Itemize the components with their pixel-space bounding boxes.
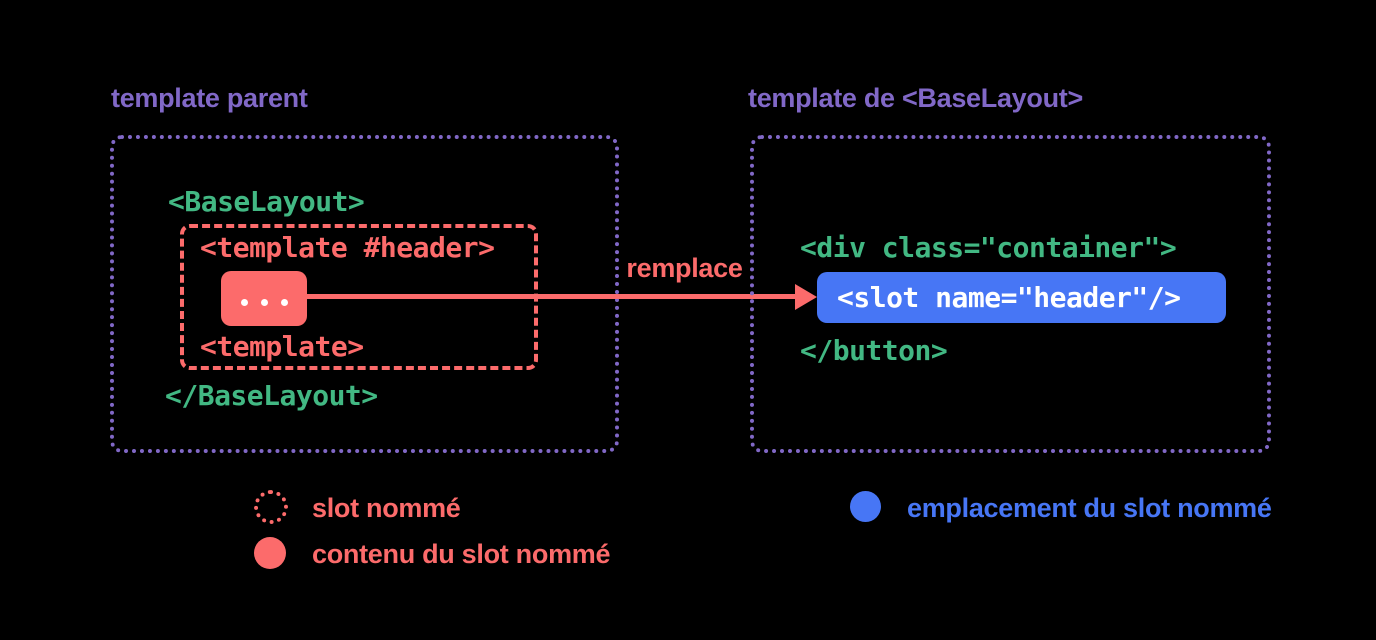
ellipsis-dot-icon: [260, 299, 268, 306]
baselayout-close-tag: </BaseLayout>: [165, 379, 378, 412]
legend-label-slot-content: contenu du slot nommé: [312, 539, 611, 569]
div-container-open-tag: <div class="container">: [800, 231, 1177, 264]
ellipsis-dot-icon: [240, 299, 248, 306]
button-close-tag: </button>: [800, 334, 948, 367]
baselayout-open-tag: <BaseLayout>: [168, 185, 365, 218]
template-header-open-tag: <template #header>: [200, 231, 495, 264]
replace-arrow-line: [306, 294, 798, 299]
slot-outlet-tag: <slot name="header"/>: [837, 280, 1181, 314]
ellipsis-dot-icon: [280, 299, 288, 306]
slot-content-chip: [221, 271, 307, 326]
replace-arrow-label: remplace: [626, 253, 743, 283]
left-panel-title: template parent: [111, 83, 308, 113]
legend-label-slot-outlet: emplacement du slot nommé: [907, 493, 1272, 523]
replace-arrow-head-icon: [795, 284, 817, 310]
slot-outlet-chip: <slot name="header"/>: [817, 272, 1226, 323]
right-panel-title: template de <BaseLayout>: [748, 83, 1083, 113]
dotted-red-circle-icon: [254, 490, 288, 524]
template-close-tag: <template>: [200, 330, 364, 363]
filled-red-circle-icon: [254, 537, 286, 569]
filled-blue-circle-icon: [850, 491, 881, 522]
baselayout-template-box: [750, 135, 1271, 453]
legend-label-named-slot: slot nommé: [312, 493, 461, 523]
